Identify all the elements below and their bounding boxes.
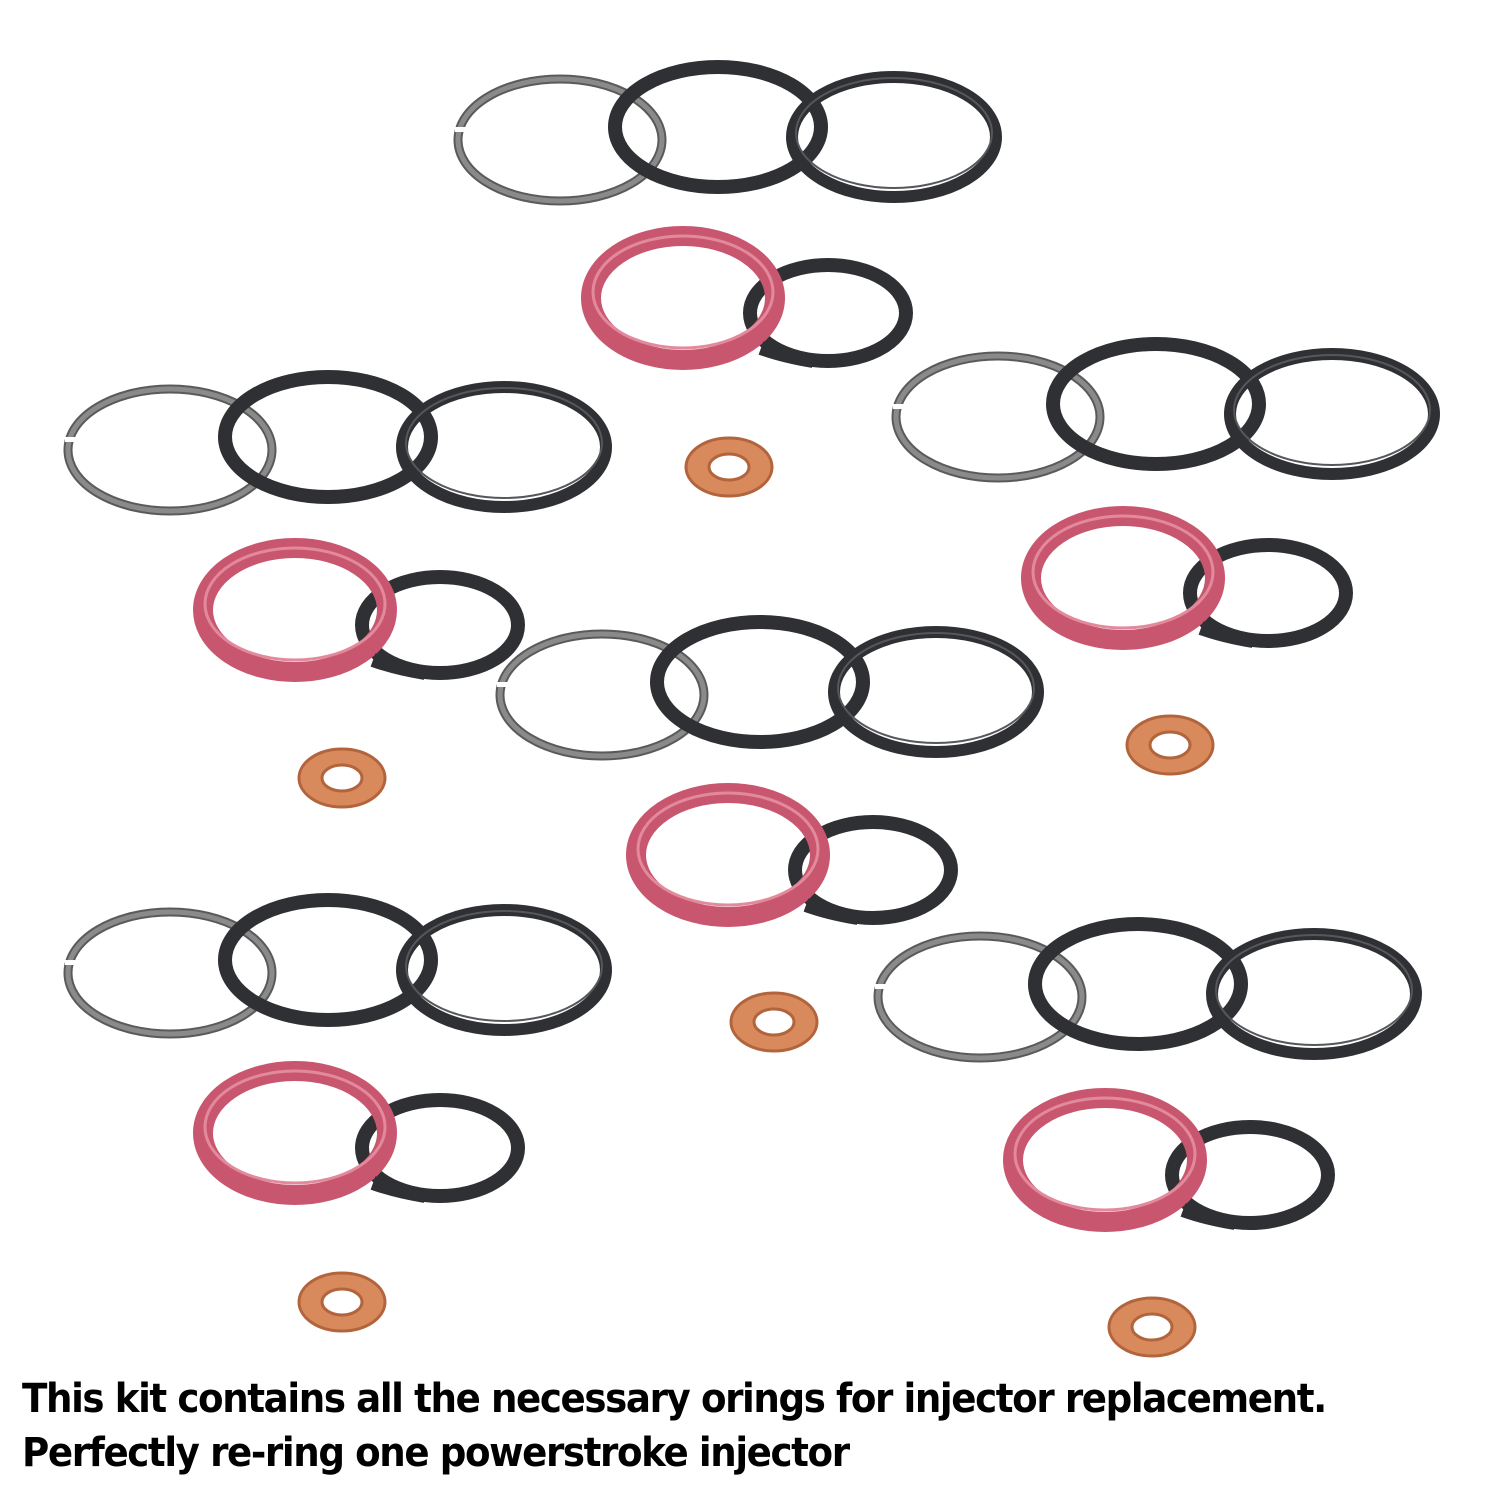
o-ring-highlight (795, 77, 993, 189)
pink-black-ring-pair (626, 783, 958, 927)
square-cut-black-ring (608, 60, 828, 194)
steel-snap-ring-face (65, 909, 275, 1037)
pink-ring-highlight (203, 1069, 387, 1185)
pink-black-ring-pair (581, 226, 913, 370)
copper-washer (1125, 714, 1215, 776)
triple-ring-set (453, 60, 1002, 206)
triple-ring-set (63, 893, 612, 1039)
steel-snap-ring-face (455, 76, 665, 204)
steel-snap-ring-face (893, 353, 1103, 481)
steel-snap-ring-face (875, 933, 1085, 1061)
triple-ring-set (891, 337, 1440, 483)
black-o-ring (355, 1093, 525, 1203)
o-ring-highlight (1215, 934, 1413, 1046)
caption: This kit contains all the necessary orin… (22, 1372, 1389, 1480)
square-cut-black-ring (650, 615, 870, 749)
copper-washer (684, 436, 774, 498)
black-o-ring (788, 815, 958, 925)
caption-line-2: Perfectly re-ring one powerstroke inject… (22, 1430, 850, 1476)
copper-washer (1107, 1296, 1197, 1358)
caption-line-1: This kit contains all the necessary orin… (22, 1376, 1327, 1422)
pink-black-ring-pair (1003, 1088, 1335, 1232)
o-ring-highlight (405, 387, 603, 499)
triple-ring-set (63, 370, 612, 516)
square-cut-black-ring (1028, 917, 1248, 1051)
pink-ring-highlight (591, 234, 775, 350)
black-o-ring (1165, 1120, 1335, 1230)
copper-washer (729, 991, 819, 1053)
copper-washer (297, 747, 387, 809)
pink-ring-highlight (1031, 514, 1215, 630)
pink-black-ring-pair (193, 1061, 525, 1205)
black-o-ring (743, 258, 913, 368)
pink-black-ring-pair (1021, 506, 1353, 650)
steel-snap-ring-face (65, 386, 275, 514)
square-cut-black-ring (1046, 337, 1266, 471)
square-cut-black-ring (218, 370, 438, 504)
o-ring-highlight (1233, 354, 1431, 466)
o-ring-highlight (837, 632, 1035, 744)
o-ring-highlight (405, 910, 603, 1022)
triple-ring-set (873, 917, 1422, 1063)
pink-ring-highlight (636, 791, 820, 907)
pink-black-ring-pair (193, 538, 525, 682)
pink-ring-highlight (203, 546, 387, 662)
triple-ring-set (495, 615, 1044, 761)
black-o-ring (1183, 538, 1353, 648)
copper-washer (297, 1271, 387, 1333)
pink-ring-highlight (1013, 1096, 1197, 1212)
black-o-ring (355, 570, 525, 680)
square-cut-black-ring (218, 893, 438, 1027)
product-photo (63, 60, 1440, 1358)
steel-snap-ring-face (497, 631, 707, 759)
